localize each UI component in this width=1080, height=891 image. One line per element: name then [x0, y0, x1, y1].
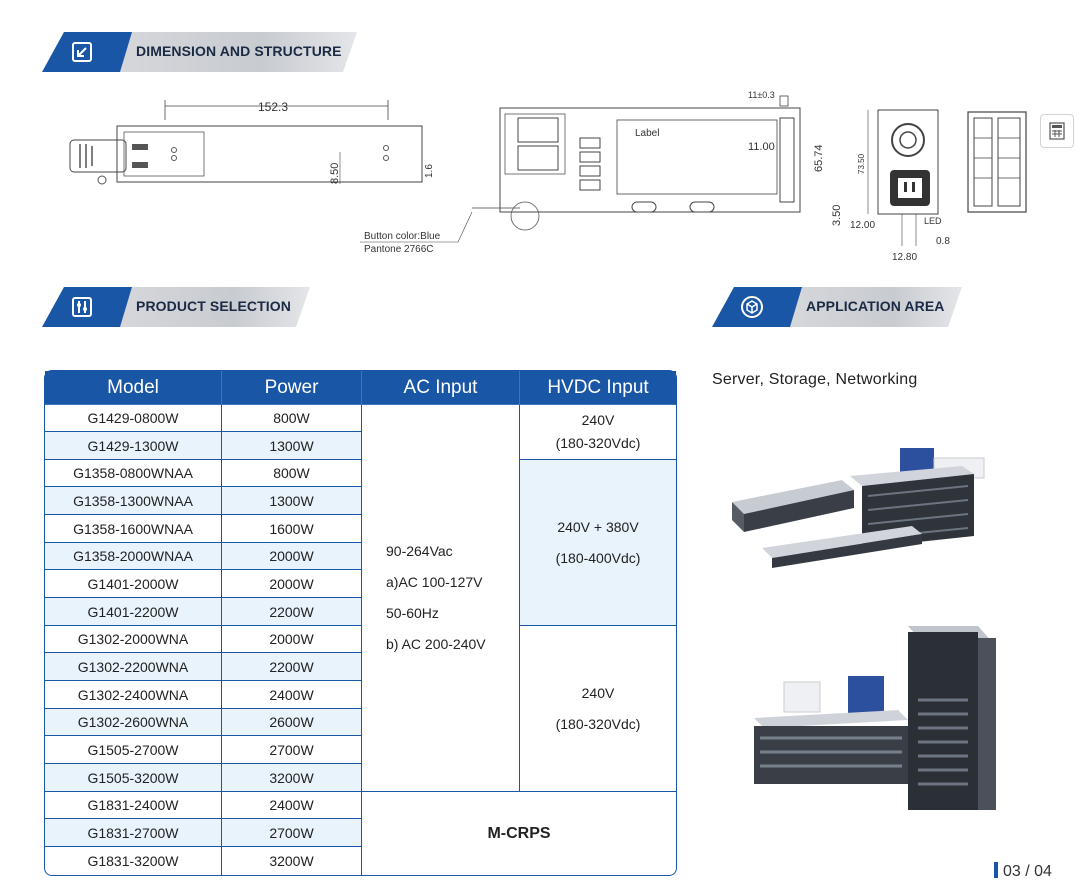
top-view-drawing: 11±0.3 Label 11.00 65.74 3.50 Button col…	[360, 90, 843, 255]
ac-input-cell: 90-264Vac a)AC 100-127V 50-60Hz b) AC 20…	[362, 405, 520, 792]
application-text: Server, Storage, Networking	[712, 371, 918, 388]
model-cell: G1358-1600WNAA	[45, 515, 222, 543]
model-cell: G1302-2400WNA	[45, 681, 222, 709]
page-number-bar	[994, 862, 998, 878]
ac-input-line: a)AC 100-127V	[386, 574, 483, 590]
power-cell: 2000W	[222, 626, 362, 653]
tower-storage-image	[754, 626, 996, 810]
front-view-drawing: 73.50 12.00 12.80 0.8 LED	[850, 109, 950, 263]
header-ribbon-grey	[790, 287, 962, 327]
power-cell: 2000W	[222, 570, 362, 598]
power-cell: 2400W	[222, 681, 362, 709]
model-cell: G1429-1300W	[45, 432, 222, 460]
mcrps-cell: M-CRPS	[487, 824, 551, 842]
model-cell: G1358-1300WNAA	[45, 487, 222, 515]
dim-16-label: 1.6	[424, 164, 435, 178]
calculator-glyph-icon	[1049, 122, 1065, 140]
ac-input-line: b) AC 200-240V	[386, 636, 486, 652]
power-cell: 1600W	[222, 515, 362, 543]
power-cell: 2600W	[222, 709, 362, 736]
hvdc-voltage: 240V	[581, 684, 615, 701]
adjust-icon	[72, 297, 92, 317]
header-power: Power	[222, 371, 362, 405]
ac-input-line: 90-264Vac	[386, 543, 453, 559]
dim-350-label: 3.50	[831, 205, 843, 226]
hvdc-voltage: 240V + 380V	[557, 518, 639, 535]
page-number-text: 03 / 04	[1003, 863, 1052, 880]
hvdc-range: (180-320Vdc)	[555, 435, 641, 451]
model-cell: G1831-2400W	[45, 792, 222, 819]
power-cell: 2200W	[222, 653, 362, 681]
hvdc-cell-2: 240V + 380V (180-400Vdc)	[520, 460, 676, 626]
model-cell: G1505-2700W	[45, 736, 222, 764]
hvdc-range: (180-400Vdc)	[555, 549, 641, 566]
model-cell: G1401-2000W	[45, 570, 222, 598]
table-frame: Model Power AC Input HVDC Input G1429-08…	[44, 370, 677, 876]
label-area-text: Label	[635, 128, 659, 139]
ac-input-line: 50-60Hz	[386, 605, 439, 621]
power-cell: 2700W	[222, 736, 362, 764]
side-view-drawing: 152.3 8.50 1.6	[69, 100, 435, 185]
tolerance-label: 11±0.3	[748, 90, 775, 100]
button-color-line2: Pantone 2766C	[364, 244, 434, 255]
power-cell: 2000W	[222, 543, 362, 570]
header-ribbon-grey	[120, 32, 357, 72]
dim-7350-label: 73.50	[857, 153, 866, 174]
model-cell: G1302-2600WNA	[45, 709, 222, 736]
header-ribbon-grey	[120, 287, 310, 327]
model-cell: G1302-2200WNA	[45, 653, 222, 681]
power-cell: 3200W	[222, 764, 362, 792]
section-title: PRODUCT SELECTION	[136, 298, 291, 314]
hvdc-cell-1: 240V (180-320Vdc)	[520, 405, 676, 460]
model-cell: G1358-0800WNAA	[45, 460, 222, 487]
dim-1280-label: 12.80	[892, 252, 917, 263]
button-color-line1: Button color:Blue	[364, 231, 441, 242]
model-cell: G1401-2200W	[45, 598, 222, 626]
hvdc-cell-3: 240V (180-320Vdc)	[520, 626, 676, 792]
model-cell: G1302-2000WNA	[45, 626, 222, 653]
model-cell: G1831-2700W	[45, 819, 222, 847]
product-table: Model Power AC Input HVDC Input G1429-08…	[44, 370, 677, 876]
ac-input-lines: 90-264Vac a)AC 100-127V 50-60Hz b) AC 20…	[386, 536, 486, 660]
length-label: 152.3	[258, 100, 288, 114]
dim-11-label: 11.00	[748, 141, 775, 153]
dimension-section-header: DIMENSION AND STRUCTURE	[42, 32, 357, 72]
model-cell: G1831-3200W	[45, 847, 222, 875]
page-number: 03 / 04	[994, 862, 1052, 881]
section-title: APPLICATION AREA	[806, 298, 945, 314]
rack-servers-image	[732, 448, 985, 568]
height-small-label: 8.50	[329, 163, 341, 184]
led-label: LED	[924, 216, 942, 226]
product-section-header: PRODUCT SELECTION	[42, 287, 312, 327]
power-cell: 2700W	[222, 819, 362, 847]
header-model: Model	[45, 371, 222, 405]
power-cell: 3200W	[222, 847, 362, 875]
cube-icon	[741, 296, 763, 318]
application-section-header: APPLICATION AREA	[712, 287, 964, 327]
model-cell: G1429-0800W	[45, 405, 222, 432]
power-cell: 800W	[222, 460, 362, 487]
rear-view-drawing	[967, 111, 1027, 213]
resize-arrow-icon	[72, 42, 92, 62]
section-title: DIMENSION AND STRUCTURE	[136, 43, 342, 59]
header-ac-input: AC Input	[362, 371, 520, 405]
dim-08-label: 0.8	[936, 236, 950, 247]
power-cell: 2200W	[222, 598, 362, 626]
power-cell: 1300W	[222, 432, 362, 460]
model-cell: G1358-2000WNAA	[45, 543, 222, 570]
hvdc-range: (180-320Vdc)	[555, 715, 641, 732]
power-cell: 2400W	[222, 792, 362, 819]
calculator-icon[interactable]	[1040, 114, 1074, 148]
dim-1200-label: 12.00	[850, 220, 875, 231]
power-cell: 800W	[222, 405, 362, 432]
model-cell: G1505-3200W	[45, 764, 222, 792]
dim-6574-label: 65.74	[813, 144, 825, 172]
power-cell: 1300W	[222, 487, 362, 515]
hvdc-voltage: 240V	[581, 412, 615, 428]
header-hvdc-input: HVDC Input	[520, 371, 676, 405]
